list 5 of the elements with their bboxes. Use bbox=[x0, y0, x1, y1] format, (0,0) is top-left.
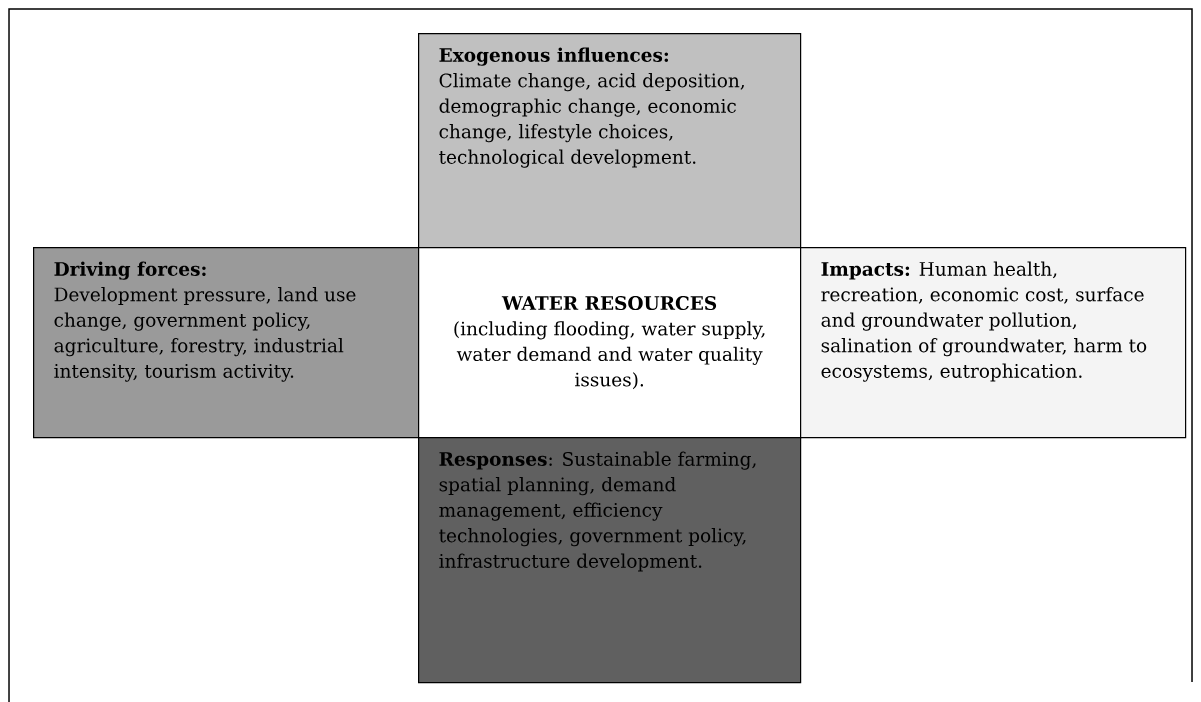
text-box: Driving forces: Development pressure, land use change, government policy, agriculture, forestry, industrial intensity, tourism activity. bbox=[33, 247, 420, 439]
text-box: WATER RESOURCES (including flooding, water supply, water demand and water quality issues). bbox=[418, 247, 802, 439]
text-box: Impacts: Human health, recreation, economic cost, surface and groundwater pollution, salination of groundwater, harm to ecosystems, eutrophication. bbox=[800, 247, 1187, 439]
text-box: Responses: Sustainable farming, spatial planning, demand management, efficiency technologies, government policy, infrastructure development. bbox=[418, 437, 802, 684]
text-box: Exogenous influences: Climate change, acid deposition, demographic change, economic change, lifestyle choices, technological development. bbox=[418, 33, 802, 249]
